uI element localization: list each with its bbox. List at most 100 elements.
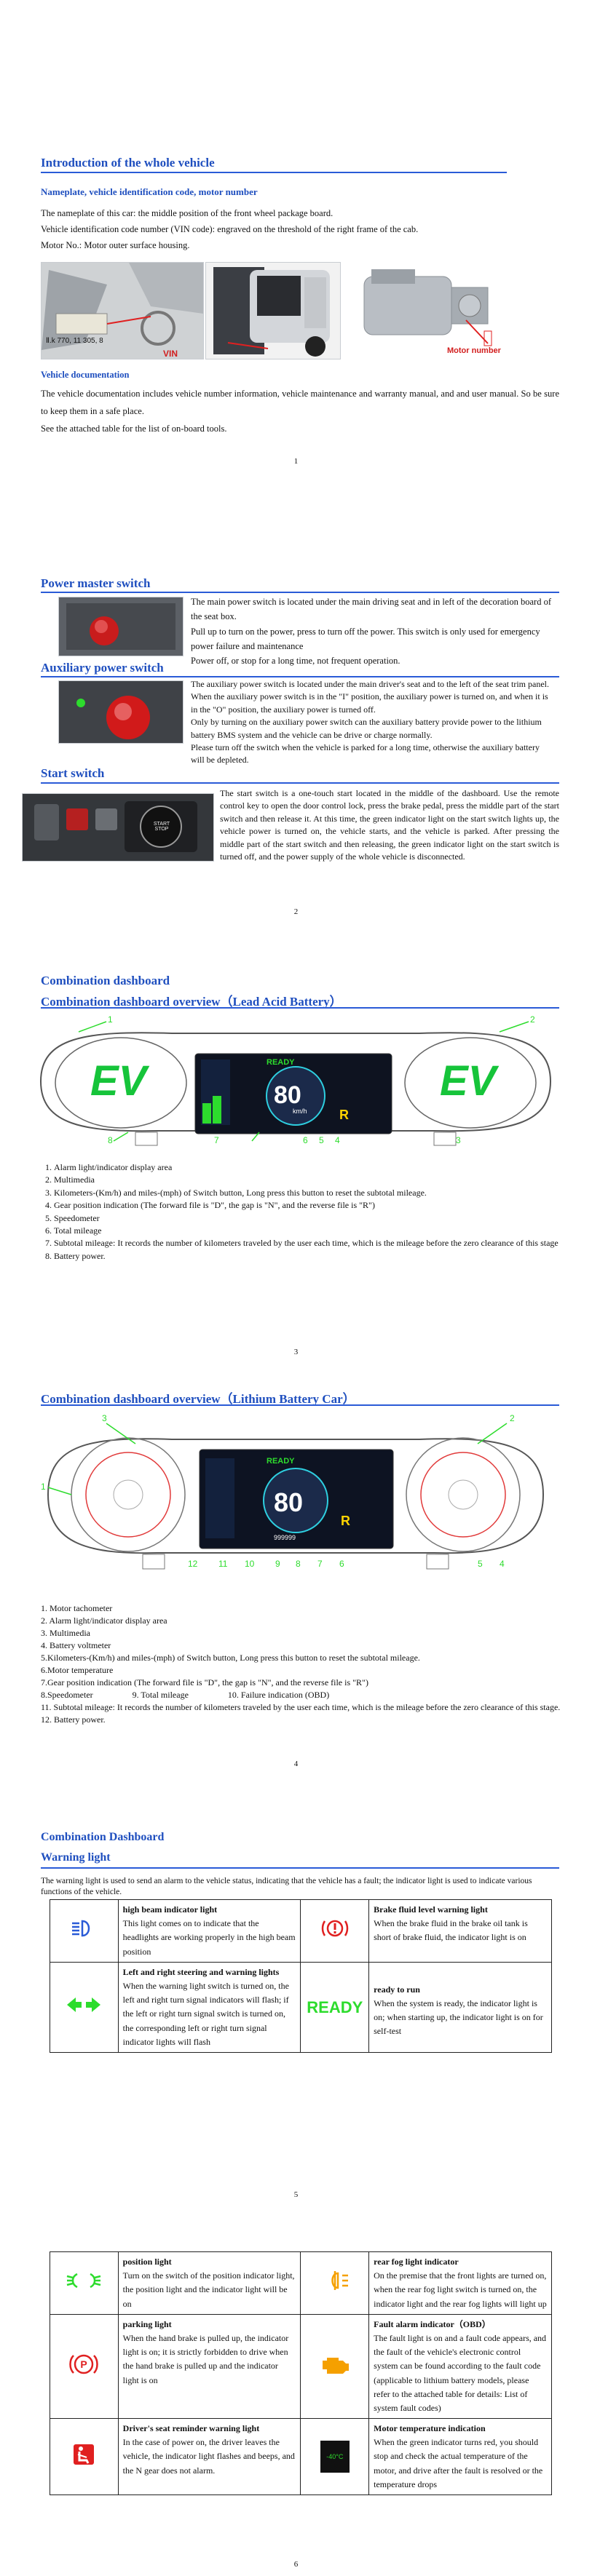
title-rule — [41, 1867, 559, 1869]
callout-2: 2 — [530, 1014, 535, 1025]
cell-title: Motor temperature indication — [374, 2423, 486, 2434]
callout-5: 5 — [478, 1559, 483, 1569]
doc-heading: Vehicle documentation — [41, 370, 130, 380]
start-switch-illustration — [23, 794, 213, 861]
legend-item: Total mileage — [54, 1225, 574, 1237]
legend-item: Kilometers-(Km/h) and miles-(mph) of Swi… — [54, 1187, 574, 1199]
start-switch-title: Start switch — [41, 766, 105, 780]
cell-title: Brake fluid level warning light — [374, 1904, 488, 1915]
legend-item: 7.Gear position indication (The forward … — [41, 1677, 368, 1688]
lead-acid-dashboard-outline — [39, 1021, 552, 1146]
legend-item: 3. Multimedia — [41, 1628, 90, 1639]
nameplate-line-1: The nameplate of this car: the middle po… — [41, 208, 334, 218]
vin-label: VIN — [163, 349, 178, 359]
gear-indicator: R — [339, 1108, 349, 1122]
motor-temperature-icon: -40°C — [300, 2418, 370, 2495]
aux-switch-text: The auxiliary power switch is located un… — [191, 679, 549, 766]
legend-item: Speedometer — [54, 1212, 574, 1225]
cell-title: rear fog light indicator — [374, 2257, 459, 2267]
cell-title: Driver's seat reminder warning light — [122, 2423, 260, 2434]
legend-item: 11. Subtotal mileage: It records the num… — [41, 1702, 561, 1713]
motor-illustration — [363, 269, 492, 346]
power-switch-illustration — [59, 597, 183, 656]
speed-readout: 80 — [274, 1081, 301, 1109]
callout-11: 11 — [218, 1559, 228, 1569]
legend-item: Multimedia — [54, 1174, 574, 1186]
parking-brake-icon: P — [50, 2313, 119, 2420]
motor-number-label: Motor number — [447, 346, 501, 355]
callout-2: 2 — [510, 1413, 515, 1423]
aux-switch-photo — [58, 680, 183, 744]
cell-text: The fault light is on and a fault code a… — [374, 2332, 547, 2413]
dashboard-title: Combination dashboard — [41, 974, 170, 987]
page-number: 4 — [293, 1760, 299, 1768]
motor-temperature-icon-text: -40°C — [320, 2441, 350, 2473]
high-beam-icon — [50, 1899, 119, 1963]
motor-photo — [342, 262, 504, 358]
cell-title: ready to run — [374, 1984, 420, 1995]
ready-indicator: READY — [267, 1058, 295, 1067]
callout-10: 10 — [245, 1559, 255, 1569]
aux-switch-illustration — [59, 681, 183, 743]
power-switch-title: Power master switch — [41, 576, 151, 590]
legend-item: 5.Kilometers-(Km/h) and miles-(mph) of S… — [41, 1653, 420, 1663]
cell-text: When the system is ready, the indicator … — [374, 1997, 543, 2037]
warning-intro: The warning light is used to send an ala… — [41, 1877, 532, 1896]
callout-6: 6 — [339, 1559, 344, 1569]
callout-7: 7 — [317, 1559, 323, 1569]
cell-text: On the premise that the front lights are… — [374, 2270, 547, 2309]
page-number: 5 — [293, 2190, 299, 2199]
dashboard-lead-acid-title: Combination dashboard overview（Lead Acid… — [41, 995, 342, 1009]
ev-label-right: EV — [440, 1057, 497, 1105]
car-door-illustration — [206, 263, 340, 359]
doc-text-2: See the attached table for the list of o… — [41, 424, 227, 434]
start-stop-button: START STOP — [153, 822, 170, 832]
legend-item: Alarm light/indicator display area — [54, 1161, 574, 1174]
lead-acid-dashboard: EV EV 80 km/h READY R 1 2 8 7 6 5 4 3 — [26, 1014, 565, 1147]
dashboard-title: Combination Dashboard — [41, 1831, 165, 1843]
title-rule — [41, 1404, 559, 1406]
title-rule — [41, 782, 559, 784]
callout-1: 1 — [108, 1014, 113, 1025]
legend-item: 1. Motor tachometer — [41, 1603, 113, 1613]
turn-signal-icon — [50, 1961, 119, 2053]
callout-1: 1 — [41, 1482, 46, 1492]
seat-reminder-icon — [50, 2418, 119, 2495]
fault-alarm-cell: Fault alarm indicator（OBD）The fault ligh… — [368, 2313, 552, 2420]
lead-acid-legend: Alarm light/indicator display area Multi… — [41, 1161, 574, 1263]
callout-8: 8 — [108, 1135, 113, 1145]
page-title: Introduction of the whole vehicle — [41, 156, 215, 170]
callout-4: 4 — [335, 1135, 340, 1145]
callout-6: 6 — [303, 1135, 308, 1145]
nameplate-line-3: Motor No.: Motor outer surface housing. — [41, 240, 190, 250]
nameplate-line-2: Vehicle identification code number (VIN … — [41, 224, 419, 234]
callout-3: 3 — [456, 1135, 461, 1145]
turn-signal-cell: Left and right steering and warning ligh… — [117, 1961, 301, 2053]
callout-4: 4 — [500, 1559, 505, 1569]
power-switch-text: The main power switch is located under t… — [191, 597, 551, 666]
ready-icon-text: READY — [307, 1997, 363, 2016]
position-light-icon — [50, 2251, 119, 2315]
legend-item: 4. Battery voltmeter — [41, 1640, 111, 1651]
cell-text: This light comes on to indicate that the… — [122, 1918, 296, 1957]
plate-text: Ⅱ.k 770, 11 305, 8 — [46, 337, 103, 345]
doc-text: The vehicle documentation includes vehic… — [41, 389, 559, 416]
lithium-dashboard: 80 READY 999999 R 3 2 1 12 11 10 9 8 7 6… — [26, 1413, 565, 1575]
engine-fault-icon — [300, 2313, 370, 2420]
legend-item: 6.Motor temperature — [41, 1665, 114, 1676]
aux-switch-title: Auxiliary power switch — [41, 661, 164, 675]
start-switch-photo: START STOP — [22, 793, 214, 862]
cell-text: When the brake fluid in the brake oil ta… — [374, 1918, 528, 1943]
page-number: 3 — [293, 1348, 299, 1356]
lithium-legend: 1. Motor tachometer 2. Alarm light/indic… — [41, 1602, 561, 1726]
callout-7: 7 — [214, 1135, 219, 1145]
title-rule — [41, 1007, 559, 1009]
